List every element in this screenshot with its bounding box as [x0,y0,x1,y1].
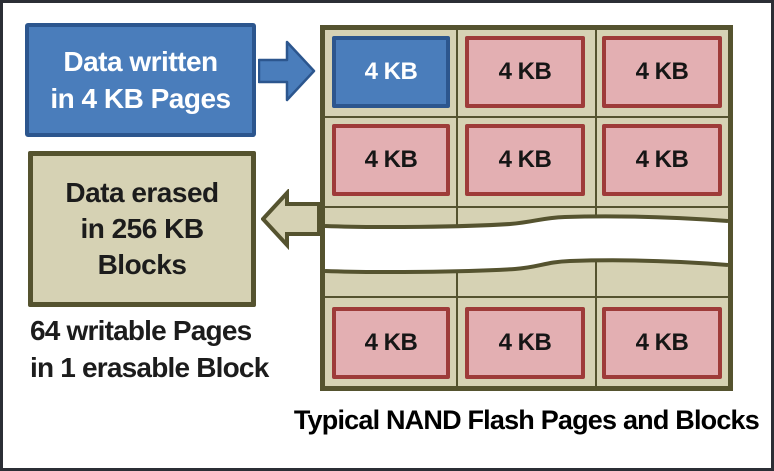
page-cell: 4 KB [465,36,585,108]
left-block-arrow-icon [261,189,321,251]
grid-divider-vertical-1 [456,30,458,386]
data-written-line2: in 4 KB Pages [50,83,231,114]
page-cell: 4 KB [602,307,722,379]
grid-divider-horizontal-3 [325,296,728,298]
page-cell: 4 KB [465,307,585,379]
data-erased-line3: Blocks [97,249,187,280]
grid-divider-vertical-2 [595,30,597,386]
data-written-box: Data written in 4 KB Pages [25,23,256,137]
figure-caption: Typical NAND Flash Pages and Blocks [293,405,760,435]
data-erased-box: Data erased in 256 KB Blocks [28,151,256,307]
data-erased-line2: in 256 KB [80,213,204,244]
grid-divider-horizontal-2 [325,206,728,208]
wavy-break-band-icon [325,214,728,275]
data-erased-line1: Data erased [65,177,219,208]
page-cell: 4 KB [332,307,450,379]
right-block-arrow-icon [258,40,316,102]
page-cell: 4 KB [332,36,450,108]
pages-per-block-note: 64 writable Pages in 1 erasable Block [30,312,269,386]
page-cell: 4 KB [602,36,722,108]
grid-divider-horizontal-1 [325,116,728,118]
page-cell: 4 KB [602,124,722,196]
page-cell: 4 KB [465,124,585,196]
page-cell: 4 KB [332,124,450,196]
note-line1: 64 writable Pages [30,315,252,346]
note-line2: in 1 erasable Block [30,352,269,383]
data-written-line1: Data written [63,46,218,77]
